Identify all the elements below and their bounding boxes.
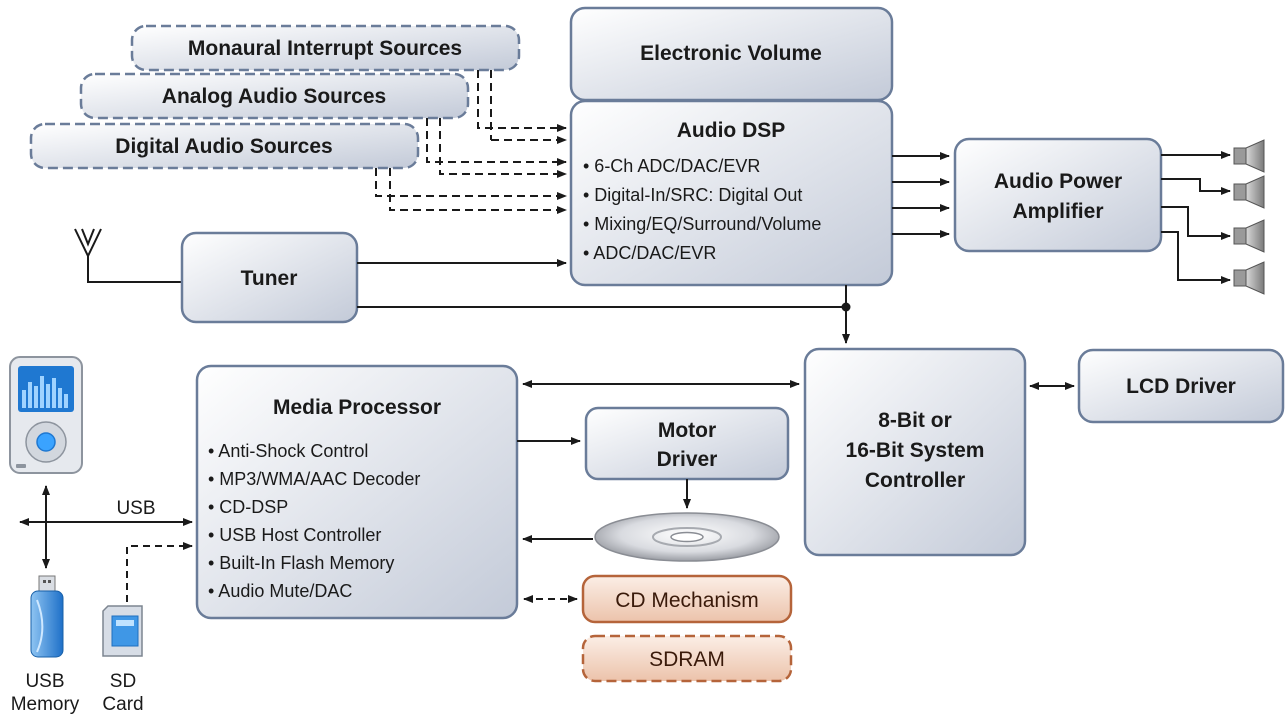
junction-dot <box>841 302 851 312</box>
controller-label-line3: Controller <box>865 469 965 492</box>
audio-power-amplifier-block: Audio Power Amplifier <box>953 137 1163 253</box>
audio-dsp-title: Audio DSP <box>677 119 786 142</box>
electronic-volume-label: Electronic Volume <box>640 42 822 65</box>
analog-sources-label: Analog Audio Sources <box>162 85 386 108</box>
lcd-driver-label: LCD Driver <box>1126 375 1236 398</box>
usb-bus <box>19 485 193 569</box>
media-item: • Audio Mute/DAC <box>208 581 352 601</box>
antenna-icon <box>74 228 182 283</box>
monaural-sources-label: Monaural Interrupt Sources <box>188 37 462 60</box>
analog-sources-block: Analog Audio Sources <box>79 72 470 120</box>
controller-label-line2: 16-Bit System <box>846 439 985 462</box>
sdram-label: SDRAM <box>649 648 725 671</box>
sd-card-label-line1: SD <box>110 671 136 692</box>
media-item: • Built-In Flash Memory <box>208 553 394 573</box>
system-controller-block: 8-Bit or 16-Bit System Controller <box>803 347 1027 557</box>
motor-driver-block: Motor Driver <box>584 406 790 481</box>
lcd-driver-block: LCD Driver <box>1077 348 1285 424</box>
controller-label-line1: 8-Bit or <box>878 409 952 432</box>
cd-mechanism-label: CD Mechanism <box>615 589 759 612</box>
sd-to-media-link <box>126 542 193 602</box>
dsp-to-amp-arrows <box>892 152 950 238</box>
cd-mechanism-block: CD Mechanism <box>581 574 793 624</box>
motor-driver-label-line1: Motor <box>658 419 716 442</box>
usb-bus-label: USB <box>116 498 155 519</box>
monaural-sources-block: Monaural Interrupt Sources <box>130 24 521 72</box>
speaker-icon <box>1233 219 1265 253</box>
speaker-icon <box>1233 261 1265 295</box>
cd-disc-icon <box>594 512 780 562</box>
source-connectors <box>375 70 567 214</box>
speaker-icon <box>1233 139 1265 173</box>
speaker-icon <box>1233 175 1265 209</box>
media-processor-block: Media Processor • Anti-Shock Control • M… <box>195 364 519 620</box>
digital-sources-label: Digital Audio Sources <box>115 135 332 158</box>
dsp-item: • 6-Ch ADC/DAC/EVR <box>583 156 760 176</box>
audio-dsp-block: Audio DSP • 6-Ch ADC/DAC/EVR • Digital-I… <box>569 99 894 287</box>
dsp-item: • ADC/DAC/EVR <box>583 243 716 263</box>
tuner-connectors <box>357 259 850 344</box>
usb-memory-label-line1: USB <box>25 671 64 692</box>
media-item: • CD-DSP <box>208 497 288 517</box>
usb-stick-icon <box>30 575 64 658</box>
media-item: • Anti-Shock Control <box>208 441 368 461</box>
motor-driver-label-line2: Driver <box>657 448 718 471</box>
amp-to-speaker-lines <box>1161 151 1231 284</box>
sd-card-icon <box>102 605 143 657</box>
tuner-block: Tuner <box>180 231 359 324</box>
usb-memory-label-line2: Memory <box>11 694 80 715</box>
dsp-item: • Digital-In/SRC: Digital Out <box>583 185 802 205</box>
electronic-volume-block: Electronic Volume <box>569 6 894 102</box>
sdram-block: SDRAM <box>581 634 793 683</box>
amp-label-line1: Audio Power <box>994 170 1122 193</box>
media-processor-title: Media Processor <box>273 396 441 419</box>
amp-label-line2: Amplifier <box>1012 200 1103 223</box>
sd-card-label-line2: Card <box>102 694 143 715</box>
digital-sources-block: Digital Audio Sources <box>29 122 420 170</box>
media-item: • USB Host Controller <box>208 525 381 545</box>
media-item: • MP3/WMA/AAC Decoder <box>208 469 420 489</box>
tuner-label: Tuner <box>241 267 298 290</box>
media-player-icon <box>9 356 83 474</box>
dsp-item: • Mixing/EQ/Surround/Volume <box>583 214 821 234</box>
